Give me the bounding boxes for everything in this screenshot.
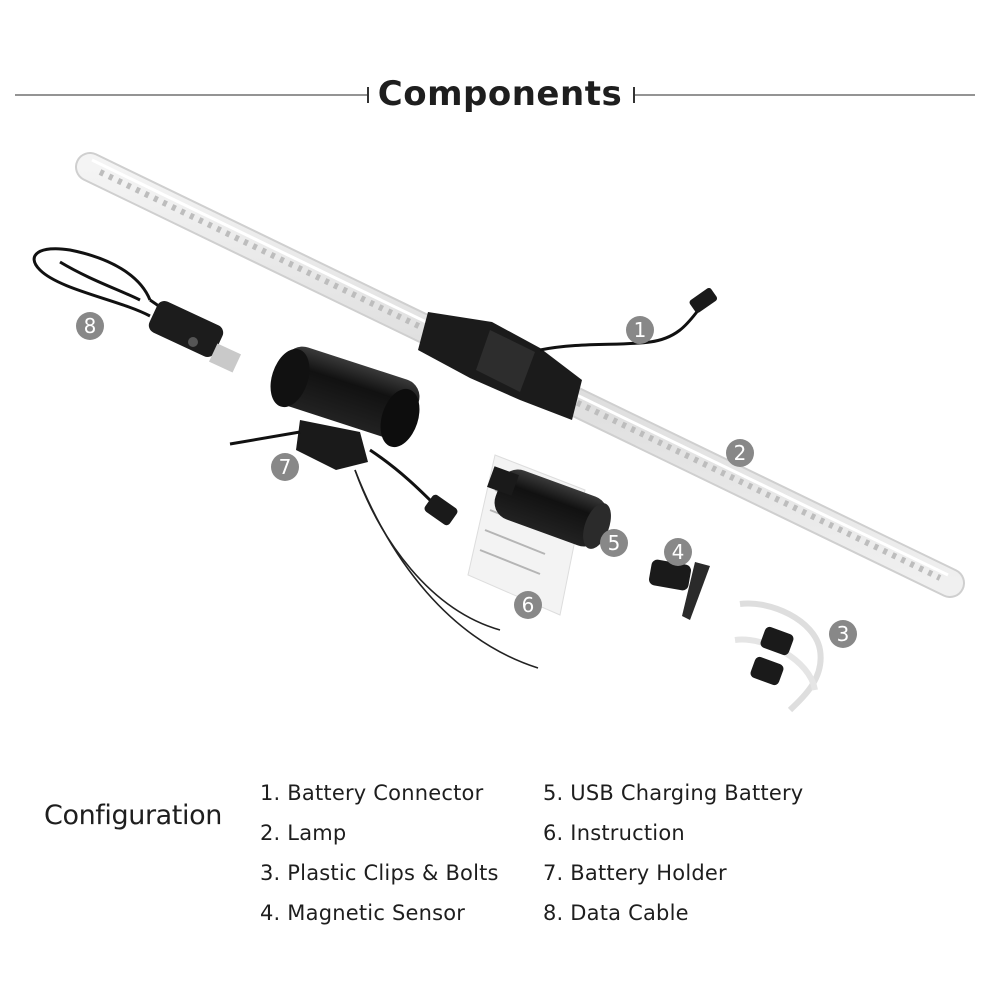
battery-connector: [539, 287, 718, 352]
config-item-data-cable: 8. Data Cable: [543, 901, 689, 925]
page-title: Components: [377, 74, 623, 114]
badge-6: 6: [514, 591, 542, 619]
badge-8: 8: [76, 312, 104, 340]
badge-2: 2: [726, 439, 754, 467]
badge-5-label: 5: [608, 531, 621, 555]
magnetic-sensor: [648, 559, 710, 620]
lamp-bracket: [418, 312, 582, 420]
data-cable: [32, 247, 242, 373]
battery-holder: [229, 346, 539, 669]
badge-4-label: 4: [672, 540, 685, 564]
config-item-battery-holder: 7. Battery Holder: [543, 861, 727, 885]
configuration-list-right: 5. USB Charging Battery 6. Instruction 7…: [543, 779, 803, 939]
badge-7-label: 7: [279, 455, 292, 479]
badge-3-label: 3: [837, 622, 850, 646]
plastic-clips-bolts: [734, 600, 824, 713]
badge-3: 3: [829, 620, 857, 648]
badge-8-label: 8: [84, 314, 97, 338]
badge-4: 4: [664, 538, 692, 566]
badge-5: 5: [600, 529, 628, 557]
config-item-usb-charging-battery: 5. USB Charging Battery: [543, 781, 804, 805]
configuration-list-left: 1. Battery Connector 2. Lamp 3. Plastic …: [260, 779, 499, 939]
badge-6-label: 6: [522, 593, 535, 617]
config-item-battery-connector: 1. Battery Connector: [260, 781, 484, 805]
badge-2-label: 2: [734, 441, 747, 465]
header-rule: [15, 87, 975, 103]
config-item-magnetic-sensor: 4. Magnetic Sensor: [260, 901, 466, 925]
configuration-label: Configuration: [44, 800, 222, 831]
badge-7: 7: [271, 453, 299, 481]
config-item-plastic-clips-bolts: 3. Plastic Clips & Bolts: [260, 861, 499, 885]
config-item-lamp: 2. Lamp: [260, 821, 347, 845]
badge-1: 1: [626, 316, 654, 344]
config-item-instruction: 6. Instruction: [543, 821, 685, 845]
badge-1-label: 1: [634, 318, 647, 342]
